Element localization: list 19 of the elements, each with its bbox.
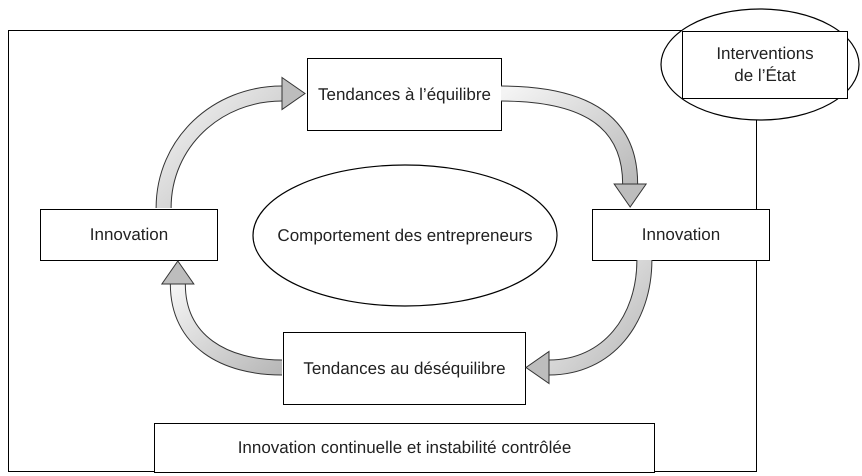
- ellipse-node: [252, 164, 558, 307]
- process-box: [592, 209, 770, 261]
- process-box: [154, 423, 655, 473]
- curved-arrow: [161, 260, 282, 376]
- node-label: Comportement des entrepreneurs: [276, 224, 534, 246]
- ellipse: [660, 8, 860, 121]
- node-label: Innovation: [640, 224, 722, 246]
- node-label: Interventions de l’État: [715, 43, 815, 87]
- process-box: [40, 209, 218, 261]
- curved-arrow: [526, 260, 652, 384]
- curved-arrow: [500, 86, 647, 208]
- process-box: [307, 58, 502, 131]
- process-box: [682, 31, 848, 99]
- process-box: [283, 332, 526, 405]
- node-label: Innovation continuelle et instabilité contrôlée: [236, 437, 572, 459]
- node-label: Innovation: [88, 224, 170, 246]
- node-label: Tendances au déséquilibre: [302, 358, 507, 380]
- node-label: Tendances à l’équilibre: [317, 84, 492, 106]
- curved-arrow: [156, 77, 306, 209]
